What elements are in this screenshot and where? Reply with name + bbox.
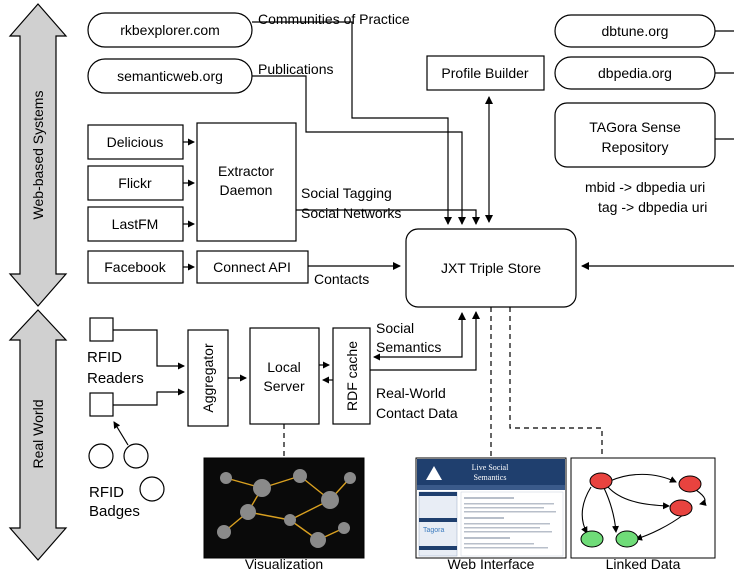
rfid-badge-1-icon — [88, 443, 114, 469]
label-publications: Publications — [258, 61, 334, 77]
svg-text:Extractor: Extractor — [218, 163, 274, 179]
node-lastfm: LastFM — [87, 206, 184, 242]
label-contacts: Contacts — [314, 271, 369, 287]
node-facebook: Facebook — [87, 250, 184, 284]
node-triple-store: JXT Triple Store — [405, 228, 577, 308]
svg-text:Daemon: Daemon — [220, 182, 273, 198]
node-extractor-daemon: Extractor Daemon — [196, 122, 297, 242]
edge-reader2-aggregator — [113, 388, 185, 406]
svg-text:Connect API: Connect API — [213, 259, 291, 275]
node-rdf-cache: RDF cache — [332, 327, 371, 425]
node-aggregator: Aggregator — [187, 329, 229, 427]
rfid-badges-label-2: Badges — [89, 503, 140, 520]
svg-text:JXT Triple Store: JXT Triple Store — [441, 260, 541, 276]
dashed-store-linkeddata — [509, 307, 603, 458]
edge-social-tagging — [296, 209, 480, 225]
linked-data-panel — [570, 457, 716, 559]
svg-text:Local: Local — [267, 359, 300, 375]
rfid-readers-label: RFID — [87, 349, 122, 366]
svg-text:Facebook: Facebook — [104, 259, 166, 275]
node-local-server: Local Server — [249, 327, 320, 425]
rfid-reader-2-icon — [89, 392, 114, 417]
svg-text:RDF cache: RDF cache — [344, 341, 360, 411]
label-tag-mapping: tag -> dbpedia uri — [598, 199, 707, 215]
rfid-readers-label-2: Readers — [87, 370, 144, 387]
svg-text:Flickr: Flickr — [118, 175, 152, 191]
rfid-badges-label: RFID — [89, 484, 124, 501]
label-social: Social — [376, 320, 414, 336]
svg-text:Repository: Repository — [602, 139, 669, 155]
node-dbtune: dbtune.org — [554, 14, 734, 48]
real-world-band: Real World — [8, 309, 68, 561]
label-social-tagging: Social Tagging — [301, 185, 392, 201]
label-real-world: Real-World — [376, 385, 446, 401]
svg-text:dbtune.org: dbtune.org — [602, 23, 669, 39]
edge-realworld-contacts — [370, 311, 480, 371]
web-interface-caption: Web Interface — [448, 556, 535, 572]
edge-publications — [252, 75, 466, 225]
edge-reader1-aggregator — [113, 329, 185, 370]
real-world-band-label: Real World — [30, 400, 46, 469]
visualization-panel — [203, 457, 365, 559]
visualization-caption: Visualization — [245, 556, 323, 572]
web-ui-sponsor: Tagora — [423, 527, 445, 534]
label-social-networks: Social Networks — [301, 205, 401, 221]
label-mbid-mapping: mbid -> dbpedia uri — [585, 179, 705, 195]
rfid-badge-3-icon — [139, 476, 165, 502]
edge-server-rdf — [319, 361, 333, 384]
web-band-label: Web-based Systems — [30, 91, 46, 220]
label-communities: Communities of Practice — [258, 11, 410, 27]
node-tagora: TAGora Sense Repository — [554, 102, 734, 168]
rfid-reader-1-icon — [89, 317, 114, 342]
web-interface-panel: Live Social Semantics Tagora — [415, 457, 567, 559]
rfid-badge-2-icon — [123, 443, 149, 469]
edge-badge-reader — [113, 421, 129, 446]
node-rkbexplorer: rkbexplorer.com — [87, 12, 253, 48]
node-flickr: Flickr — [87, 165, 184, 201]
edge-social-semantics — [373, 312, 466, 361]
edge-communities — [252, 21, 452, 225]
label-semantics: Semantics — [376, 339, 441, 355]
node-dbpedia: dbpedia.org — [554, 56, 734, 90]
svg-text:semanticweb.org: semanticweb.org — [117, 68, 223, 84]
node-connect-api: Connect API — [196, 250, 309, 284]
label-contact-data: Contact Data — [376, 405, 458, 421]
node-semanticweb: semanticweb.org — [87, 58, 253, 94]
web-band: Web-based Systems — [8, 3, 68, 307]
svg-text:TAGora Sense: TAGora Sense — [589, 119, 681, 135]
svg-text:Server: Server — [263, 378, 305, 394]
web-ui-title-1: Live Social — [472, 463, 509, 472]
svg-text:rkbexplorer.com: rkbexplorer.com — [120, 22, 220, 38]
web-ui-title-2: Semantics — [474, 473, 507, 482]
svg-text:Aggregator: Aggregator — [200, 343, 216, 413]
linked-data-caption: Linked Data — [606, 556, 681, 572]
svg-text:Delicious: Delicious — [107, 134, 164, 150]
svg-text:dbpedia.org: dbpedia.org — [598, 65, 672, 81]
node-delicious: Delicious — [87, 124, 184, 160]
svg-text:LastFM: LastFM — [112, 216, 159, 232]
svg-text:Profile Builder: Profile Builder — [441, 65, 528, 81]
node-profile-builder: Profile Builder — [426, 55, 545, 91]
